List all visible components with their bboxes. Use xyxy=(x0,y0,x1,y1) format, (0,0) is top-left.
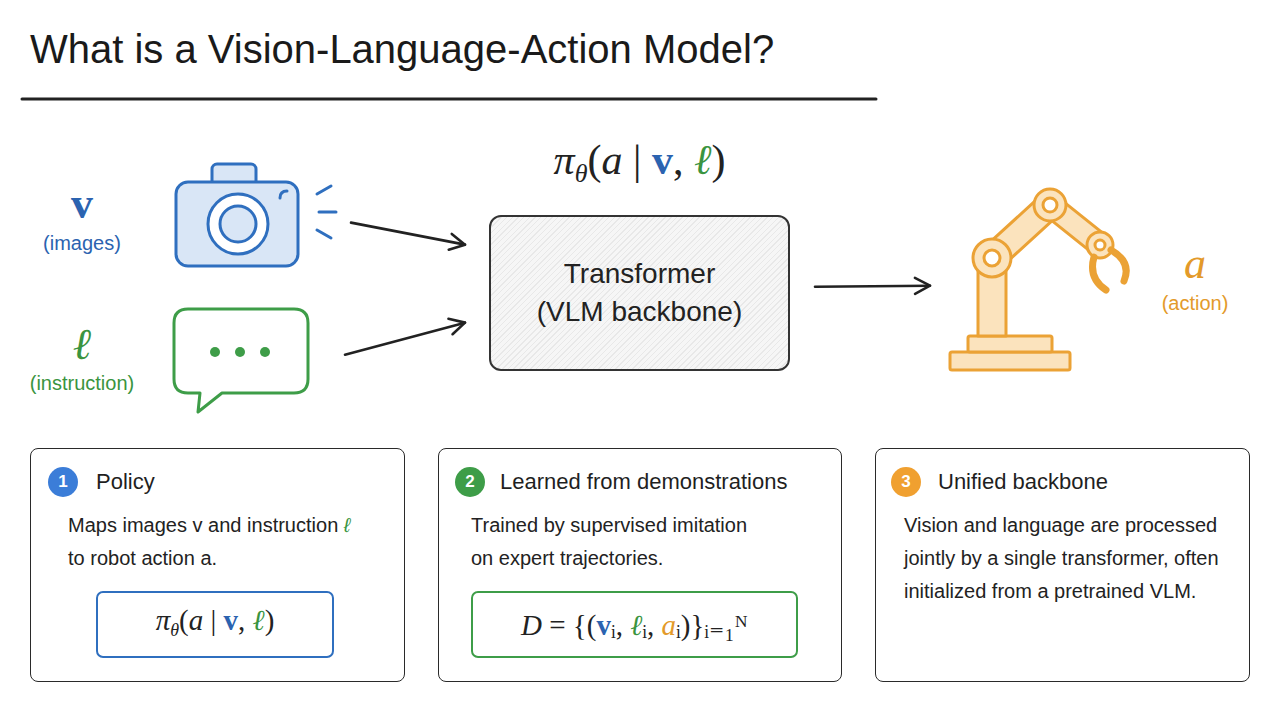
policy-formula: πθ(a | v, ℓ) xyxy=(156,602,275,648)
input-symbol: v xyxy=(24,180,140,228)
math-symbol: v xyxy=(596,609,611,641)
math-symbol: v xyxy=(652,137,673,183)
callout-number: 2 xyxy=(465,472,474,492)
math-symbol: θ xyxy=(575,159,588,188)
card-body: Maps images v and instruction ℓ to robot… xyxy=(68,509,366,575)
info-card: PolicyMaps images v and instruction ℓ to… xyxy=(30,448,405,682)
formula-box: D = {(vᵢ, ℓᵢ, aᵢ)}ᵢ₌₁ᴺ xyxy=(471,591,798,658)
input-label: (instruction) xyxy=(0,370,170,396)
robot-arm-icon xyxy=(950,189,1126,370)
robot-joint xyxy=(973,239,1011,277)
robot-joint-pin xyxy=(984,250,1000,266)
arrow-head xyxy=(449,234,465,250)
flash-line xyxy=(319,211,336,214)
bubble-dot xyxy=(235,347,245,357)
camera-lens xyxy=(208,194,268,254)
arrow-head xyxy=(915,278,930,294)
robot-upper-link xyxy=(983,195,1059,267)
diagram-title: What is a Vision-Language-Action Model? xyxy=(30,24,774,74)
math-symbol: D xyxy=(521,609,542,641)
math-symbol: ℓ xyxy=(344,514,350,536)
info-card: Learned from demonstrationsTrained by su… xyxy=(438,448,842,682)
card-heading: Policy xyxy=(96,467,155,497)
arrow-line xyxy=(351,223,465,245)
transformer-box: πθ(a | v, ℓ)Transformer (VLM backbone) xyxy=(489,215,790,371)
input-symbol: ℓ xyxy=(0,321,170,369)
bubble-dot xyxy=(210,347,220,357)
title-underline xyxy=(22,98,876,101)
box-label: Transformer (VLM backbone) xyxy=(532,255,748,331)
flash-line xyxy=(317,230,331,238)
card-body: Vision and language are processed jointl… xyxy=(904,509,1239,608)
robot-node: a(action) xyxy=(945,185,1130,375)
step-number: 3 xyxy=(891,467,921,497)
info-card: Unified backboneVision and language are … xyxy=(875,448,1250,682)
robot-plinth xyxy=(968,336,1052,352)
camera-lens-inner xyxy=(220,206,256,242)
flow-arrow xyxy=(815,278,930,294)
math-symbol: a xyxy=(601,137,622,183)
instruction-node: ℓ(instruction) xyxy=(172,307,310,413)
callout-number: 3 xyxy=(901,472,910,492)
callout-number: 1 xyxy=(58,472,67,492)
robot-forearm xyxy=(1043,196,1107,253)
gripper-claw xyxy=(1093,257,1107,290)
math-symbol: π xyxy=(156,604,171,636)
camera-viewfinder xyxy=(280,191,287,198)
output-label: (action) xyxy=(1135,290,1255,316)
speech-bubble-icon xyxy=(174,309,308,412)
gripper-claw xyxy=(1111,250,1126,281)
robot-base xyxy=(950,352,1070,370)
card-heading: Learned from demonstrations xyxy=(500,467,787,497)
flash-line xyxy=(317,186,331,194)
camera-node: v(images) xyxy=(174,160,301,268)
flow-arrow xyxy=(351,223,465,250)
camera-icon xyxy=(176,164,336,266)
bubble-dot xyxy=(260,347,270,357)
arrow-line xyxy=(815,286,930,287)
input-label: (images) xyxy=(24,230,140,256)
bubble-outline xyxy=(174,309,308,412)
robot-joint xyxy=(1034,189,1066,221)
formula-box: πθ(a | v, ℓ) xyxy=(96,591,334,658)
math-symbol: v xyxy=(224,604,239,636)
robot-joint-pin xyxy=(1095,240,1105,250)
robot-joint xyxy=(1087,232,1113,258)
math-symbol: a xyxy=(662,609,677,641)
card-heading: Unified backbone xyxy=(938,467,1108,497)
dataset-formula: D = {(vᵢ, ℓᵢ, aᵢ)}ᵢ₌₁ᴺ xyxy=(521,607,748,643)
arrow-head xyxy=(448,319,465,334)
output-symbol: a xyxy=(1135,240,1255,288)
robot-joint-pin xyxy=(1043,198,1057,212)
math-symbol: ℓ xyxy=(630,609,642,641)
math-symbol: π xyxy=(554,137,575,183)
policy-formula: πθ(a | v, ℓ) xyxy=(431,135,848,199)
math-symbol: ℓ xyxy=(694,137,712,183)
step-number: 1 xyxy=(48,467,78,497)
math-symbol: θ xyxy=(170,619,179,639)
step-number: 2 xyxy=(455,467,485,497)
card-body: Trained by supervised imitation on exper… xyxy=(471,509,771,575)
flow-arrow xyxy=(345,319,465,355)
camera-body xyxy=(176,182,298,266)
math-symbol: a xyxy=(189,604,204,636)
arrow-line xyxy=(345,323,465,355)
math-symbol: ℓ xyxy=(253,604,265,636)
